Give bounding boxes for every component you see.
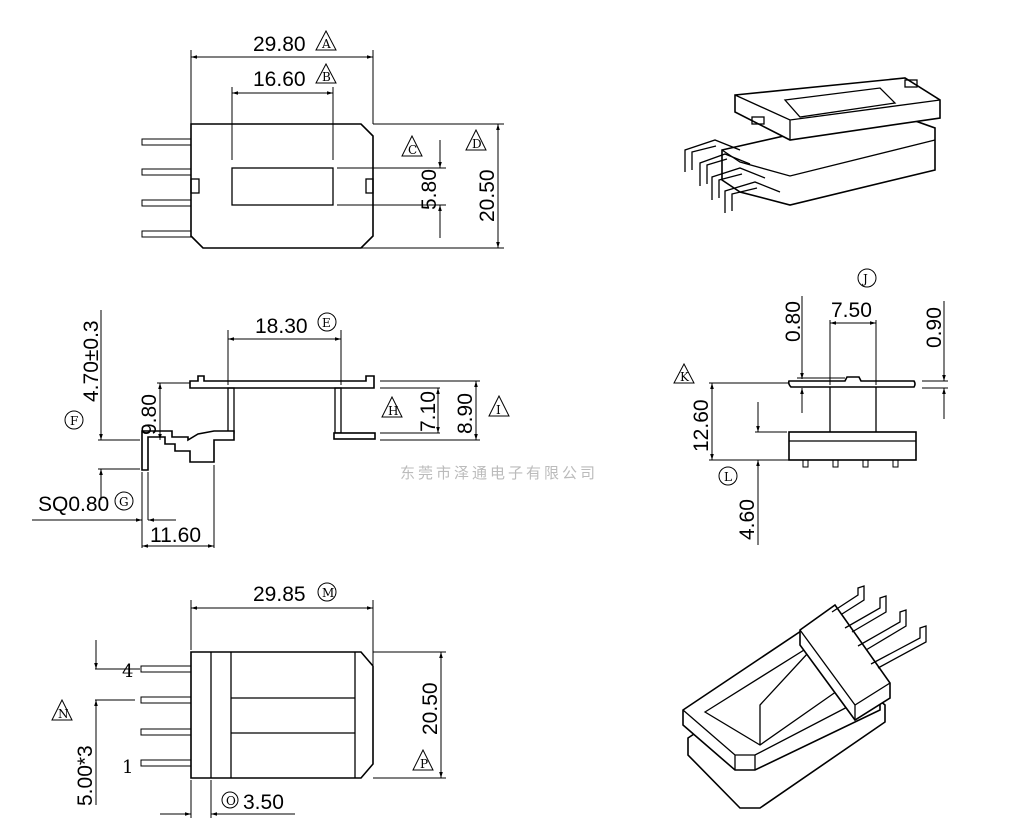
top-view-window: [231, 167, 334, 206]
tag-letter: C: [408, 143, 417, 157]
dim-8-90: 8.90: [454, 393, 477, 434]
dim-7-50: 7.50: [831, 299, 872, 322]
tag-A-triangle: A: [315, 29, 337, 51]
bottom-view-pins: [140, 665, 192, 767]
dim-29-80: 29.80: [253, 33, 306, 56]
dim-20-50-top: 20.50: [476, 169, 499, 222]
dim-18-30: 18.30: [255, 315, 308, 338]
tag-letter: D: [472, 137, 482, 151]
pin-label-4: 4: [122, 661, 133, 682]
dim-3-50: 3.50: [243, 791, 284, 814]
tag-J-circle: J: [857, 268, 877, 288]
tag-E-circle: E: [317, 312, 337, 332]
top-view-pins: [141, 138, 192, 238]
tag-letter: G: [119, 495, 129, 509]
isometric-view-top: [684, 77, 941, 213]
dim-0-90: 0.90: [923, 307, 946, 348]
side-view: 18.30 E 4.70±0.3 F 9.80 SQ0.80 G 11.60 7…: [32, 310, 510, 548]
tag-N-triangle: N: [51, 698, 73, 721]
isometric-view-bottom: [682, 585, 927, 809]
tag-L-circle: L: [718, 466, 738, 486]
dim-4-60: 4.60: [736, 499, 759, 540]
tag-O-circle: O: [221, 791, 239, 809]
tag-letter: I: [496, 403, 501, 417]
tag-G-circle: G: [114, 491, 134, 511]
end-view: 7.50 J 0.80 0.90 12.60 K 4.60 L: [673, 268, 948, 545]
tag-K-triangle: K: [673, 362, 695, 384]
tag-letter: F: [70, 414, 78, 428]
tag-letter: N: [58, 707, 69, 721]
dim-5-80: 5.80: [418, 169, 441, 210]
dim-29-85: 29.85: [253, 583, 306, 606]
tag-letter: B: [322, 70, 331, 84]
tag-M-circle: M: [317, 582, 337, 602]
tag-letter: J: [861, 272, 868, 286]
tag-F-circle: F: [64, 410, 84, 430]
side-view-top-flange: [189, 375, 375, 389]
top-view-body: [190, 123, 374, 249]
pin-label-1: 1: [122, 757, 133, 778]
dim-5-00x3: 5.00*3: [74, 745, 97, 806]
tag-B-triangle: B: [315, 62, 337, 84]
tag-D-triangle: D: [465, 128, 487, 151]
dim-0-80: 0.80: [782, 301, 805, 342]
tag-letter: A: [321, 37, 331, 51]
tag-letter: L: [724, 470, 732, 484]
dim-16-60: 16.60: [253, 68, 306, 91]
tag-letter: K: [680, 370, 690, 384]
dim-11-60: 11.60: [150, 524, 201, 547]
dim-sq0-80: SQ0.80: [38, 493, 109, 516]
tag-letter: M: [322, 586, 334, 600]
dim-9-80: 9.80: [138, 394, 161, 435]
top-view: 29.80 A 16.60 B 5.80 C 20.50 D: [141, 29, 504, 249]
watermark-text: 东莞市泽通电子有限公司: [400, 464, 598, 482]
tag-P-triangle: P: [412, 748, 434, 771]
dim-4-70: 4.70±0.3: [80, 320, 103, 402]
dim-7-10: 7.10: [417, 391, 440, 432]
end-view-pins: [802, 459, 899, 468]
tag-H-triangle: H: [381, 395, 403, 418]
dim-12-60: 12.60: [690, 399, 713, 452]
bottom-view: 4 1 29.85 M 20.50 P 5.00*3 N O 3.50: [51, 582, 446, 818]
tag-letter: O: [226, 794, 236, 808]
tag-letter: E: [322, 316, 331, 330]
side-view-pin-body: [141, 430, 235, 471]
tag-letter: H: [388, 404, 398, 418]
tag-I-triangle: I: [488, 394, 510, 417]
tag-C-triangle: C: [401, 134, 423, 157]
tag-letter: P: [420, 757, 428, 771]
dim-20-50-bottom: 20.50: [419, 682, 442, 735]
